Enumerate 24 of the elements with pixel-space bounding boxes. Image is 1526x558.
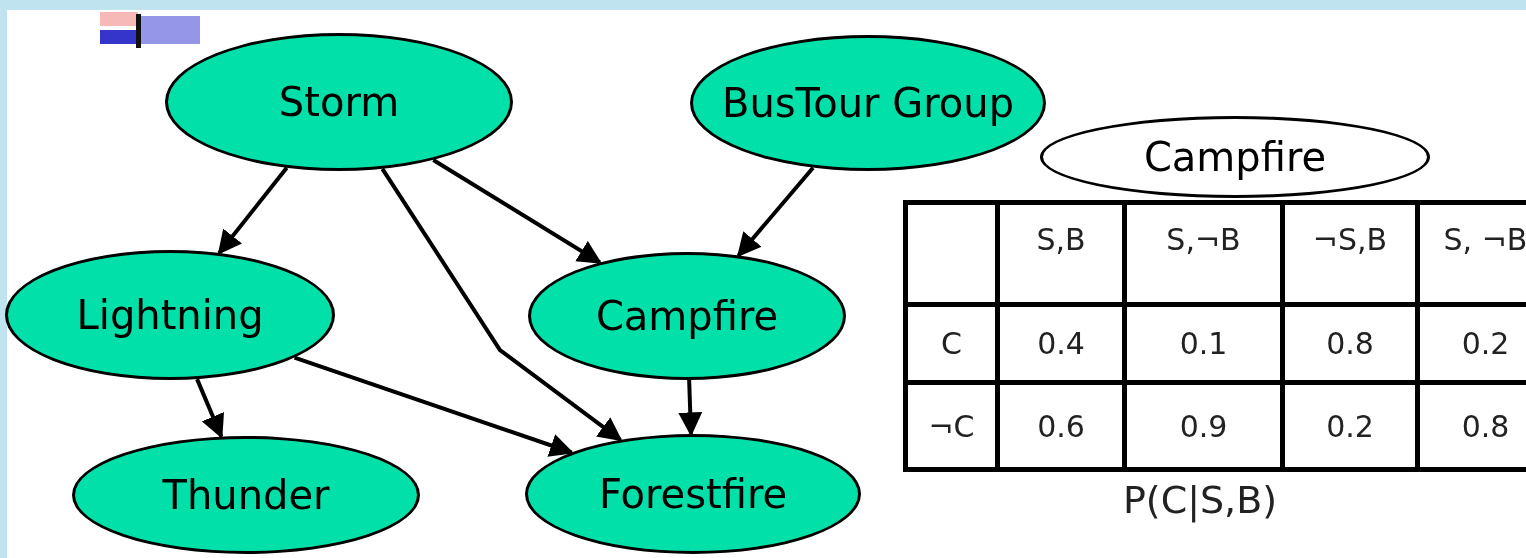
table-cell: ¬S,B (1285, 205, 1415, 302)
table-cell: 0.6 (1000, 385, 1122, 467)
arrow (432, 158, 602, 265)
node-label: Storm (277, 80, 401, 124)
node-label: Forestfire (597, 472, 789, 516)
table-cell: C (908, 307, 995, 380)
table-cell: ¬C (908, 385, 995, 467)
node-label: Campfire (594, 294, 780, 338)
arrow (293, 355, 574, 457)
table-cell: 0.1 (1127, 307, 1280, 380)
node-label: BusTour Group (721, 81, 1015, 125)
table-cell: S,B (1000, 205, 1122, 302)
table-cell: 0.8 (1420, 385, 1526, 467)
table-cell: 0.4 (1000, 307, 1122, 380)
table-cell: S,¬B (1127, 205, 1280, 302)
table-caption: P(C|S,B) (1121, 477, 1279, 525)
table-cell: S, ¬B (1420, 205, 1526, 302)
table-cell: 0.2 (1420, 307, 1526, 380)
table-cell: 0.8 (1285, 307, 1415, 380)
node-label: Campfire (1142, 135, 1328, 179)
table-cell: 0.2 (1285, 385, 1415, 467)
node-label: Lightning (75, 293, 265, 337)
table-cell: 0.9 (1127, 385, 1280, 467)
node-label: Thunder (161, 473, 331, 517)
